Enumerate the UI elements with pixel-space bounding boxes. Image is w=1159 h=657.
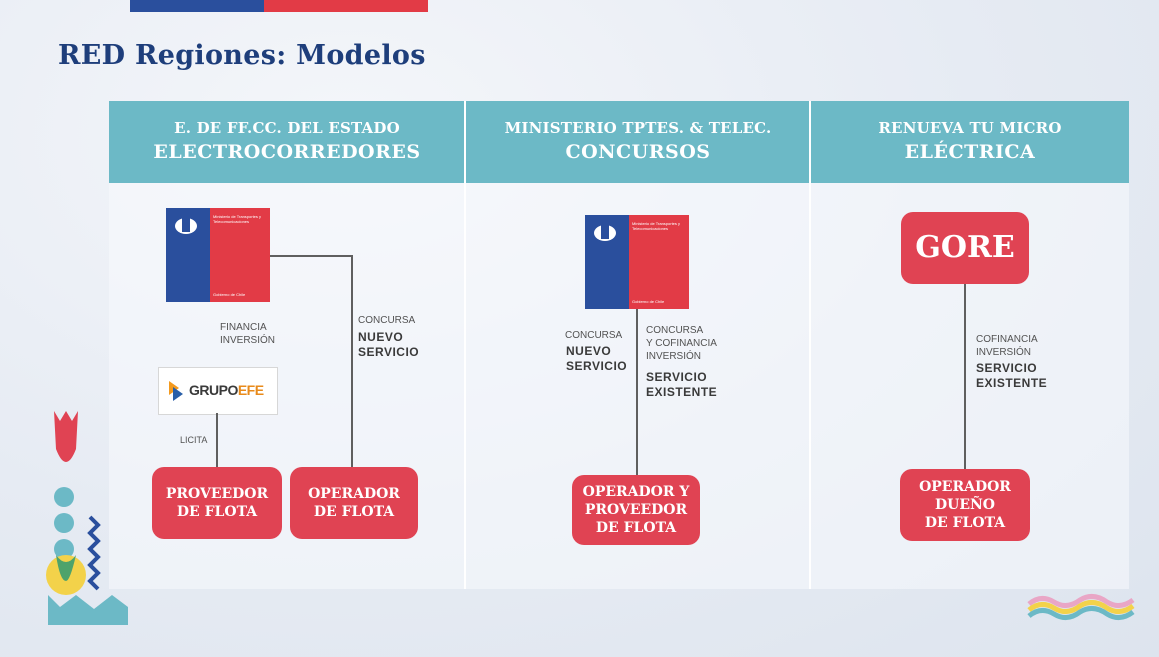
ministry-logo: Ministerio de Transportes y Telecomunica…: [166, 208, 270, 302]
licita-label: LICITA: [180, 435, 208, 445]
logo-red-field: [629, 215, 689, 309]
efe-logo-text: GRUPOEFE: [189, 382, 264, 398]
operador-dueno-box: OPERADOR DUEÑO DE FLOTA: [900, 469, 1030, 541]
nuevo-servicio-label: NUEVO SERVICIO: [566, 344, 628, 373]
column-header-efe: E. DE FF.CC. DEL ESTADO ELECTROCORREDORE…: [109, 101, 465, 183]
decorative-waves: [1027, 594, 1135, 620]
column-divider: [809, 101, 811, 589]
grupoefe-logo: GRUPOEFE: [158, 367, 278, 415]
column-divider: [464, 101, 466, 589]
efe-icon: [169, 381, 183, 401]
connector-line: [351, 255, 353, 467]
cofinancia-label: COFINANCIA INVERSIÓN: [976, 334, 1038, 358]
concursa-label: CONCURSA: [358, 315, 416, 326]
logo-red-field: [210, 208, 270, 302]
column-header-line2: ELÉCTRICA: [904, 141, 1036, 163]
page-title: RED Regiones: Modelos: [58, 40, 426, 71]
crest-icon: [175, 218, 197, 234]
column-header-line2: CONCURSOS: [565, 141, 711, 163]
crest-icon: [594, 225, 616, 241]
nuevo-servicio-label: NUEVO SERVICIO: [358, 330, 420, 359]
servicio-existente-label: SERVICIO EXISTENTE: [976, 361, 1048, 390]
connector-line: [636, 309, 638, 475]
logo-gov-text: Gobierno de Chile: [213, 292, 246, 297]
operador-proveedor-box: OPERADOR Y PROVEEDOR DE FLOTA: [572, 475, 700, 545]
servicio-existente-label: SERVICIO EXISTENTE: [646, 370, 718, 399]
column-header-line1: E. DE FF.CC. DEL ESTADO: [174, 119, 400, 137]
financia-label: FINANCIA INVERSIÓN: [220, 322, 276, 346]
concursa-label: CONCURSA: [565, 330, 623, 341]
column-header-line1: RENUEVA TU MICRO: [878, 119, 1062, 137]
decorative-flower-illustration: [46, 411, 128, 625]
logo-ministry-text: Ministerio de Transportes y Telecomunica…: [632, 221, 681, 231]
ministry-logo: Ministerio de Transportes y Telecomunica…: [585, 215, 689, 309]
top-accent-red: [264, 0, 428, 12]
logo-gov-text: Gobierno de Chile: [632, 299, 665, 304]
gore-box: GORE: [901, 212, 1029, 284]
logo-ministry-text: Ministerio de Transportes y Telecomunica…: [213, 214, 262, 224]
connector-line: [270, 255, 352, 257]
column-header-line2: ELECTROCORREDORES: [153, 141, 421, 163]
cofinancia-label: CONCURSA Y COFINANCIA INVERSIÓN: [646, 325, 717, 362]
connector-line: [216, 413, 218, 467]
column-header-line1: MINISTERIO TPTES. & TELEC.: [504, 119, 772, 137]
connector-line: [964, 284, 966, 469]
column-header-renueva: RENUEVA TU MICRO ELÉCTRICA: [811, 101, 1129, 183]
top-accent-blue: [130, 0, 264, 12]
proveedor-flota-box: PROVEEDOR DE FLOTA: [152, 467, 282, 539]
operador-flota-box: OPERADOR DE FLOTA: [290, 467, 418, 539]
column-header-ministerio: MINISTERIO TPTES. & TELEC. CONCURSOS: [466, 101, 810, 183]
